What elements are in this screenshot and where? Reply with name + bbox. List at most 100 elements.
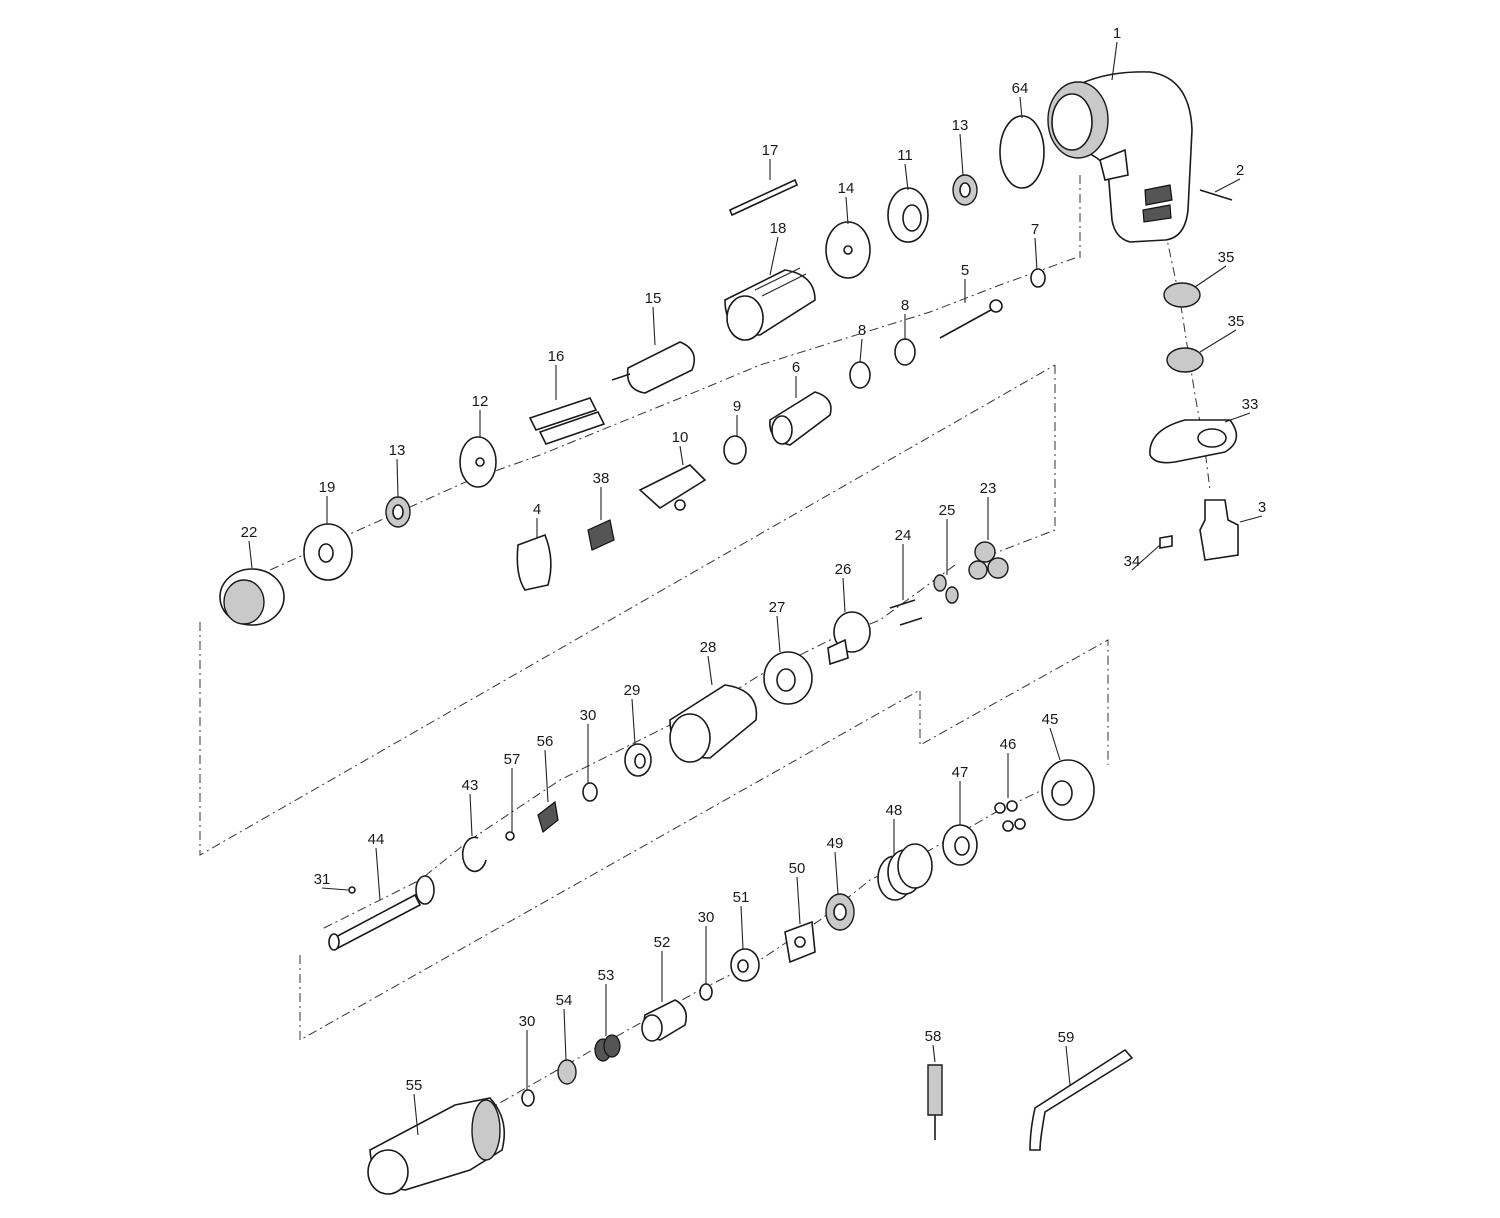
carrier-26-shape: [827, 611, 871, 666]
valve-10-shape: [638, 464, 707, 511]
sleeve-52-shape: [641, 999, 688, 1042]
leader-line-p34: [1131, 544, 1161, 571]
clutch-housing-28-shape: [669, 684, 758, 763]
pin-2-shape: [1199, 189, 1233, 201]
leader-line-p14: [845, 196, 849, 225]
housing-handle-shape: [1047, 71, 1193, 243]
callout-p23: 23: [980, 480, 996, 540]
callout-p55: 55: [406, 1077, 423, 1136]
pins-25-shape: [933, 574, 959, 604]
ring-gear-22-shape: [219, 568, 285, 626]
axis-lower-jog: [299, 639, 1109, 1041]
callout-p8a: 8: [858, 322, 866, 363]
bit-58-shape: [927, 1064, 943, 1140]
leader-line-p2: [1214, 178, 1241, 193]
ring-35-upper-shape: [1163, 282, 1201, 308]
callout-p29: 29: [624, 682, 640, 745]
valve-stem-5-shape: [939, 299, 1003, 339]
leader-line-p49: [834, 851, 839, 895]
leader-line-p51: [740, 905, 744, 950]
part-label-p35b: 35: [1228, 313, 1245, 330]
callout-p4: 4: [533, 501, 541, 538]
part-shapes: [219, 71, 1239, 1195]
part-label-p13a: 13: [952, 117, 969, 134]
axis-upper-return: [199, 364, 1056, 856]
gears-23-shape: [968, 541, 1009, 580]
bearing-27-shape: [763, 651, 813, 705]
callout-p44: 44: [368, 831, 385, 901]
callout-p27: 27: [769, 599, 785, 653]
leader-line-p33: [1224, 412, 1251, 423]
part-label-p54: 54: [556, 992, 573, 1009]
leader-line-p22: [248, 540, 253, 569]
leader-line-p43: [469, 793, 473, 837]
plate-14-shape: [825, 221, 871, 279]
part-label-p33: 33: [1242, 396, 1259, 413]
callout-p15: 15: [645, 290, 662, 346]
callout-p56: 56: [537, 733, 554, 803]
callout-p12: 12: [472, 393, 488, 437]
part-label-p14: 14: [838, 180, 855, 197]
callout-p28: 28: [700, 639, 717, 686]
callout-p38: 38: [593, 470, 610, 520]
rotor-15-shape: [611, 341, 696, 394]
part-label-p44: 44: [368, 831, 385, 848]
oring-8a-shape: [849, 361, 871, 389]
leader-line-p54: [563, 1008, 567, 1061]
part-label-p2: 2: [1236, 162, 1244, 179]
callout-p54: 54: [556, 992, 573, 1061]
leader-line-p1: [1111, 41, 1118, 81]
leader-line-p11: [904, 163, 909, 191]
leader-line-p13a: [959, 133, 964, 176]
leader-line-p45: [1049, 727, 1061, 761]
part-label-p47: 47: [952, 764, 969, 781]
spring-56-shape: [537, 800, 559, 834]
callout-p34: 34: [1124, 544, 1161, 571]
part-label-p19: 19: [319, 479, 336, 496]
callout-p58: 58: [925, 1028, 941, 1063]
ball-57-shape: [505, 831, 515, 841]
part-label-p7: 7: [1031, 221, 1039, 238]
part-label-p31: 31: [314, 871, 331, 888]
part-label-p38: 38: [593, 470, 610, 487]
cylinder-18-shape: [724, 267, 816, 341]
callout-p35a: 35: [1194, 249, 1234, 288]
leader-line-p28: [707, 655, 713, 686]
screw-34-shape: [1159, 535, 1173, 549]
bearing-13-lower-shape: [385, 496, 411, 528]
part-label-p8b: 8: [901, 297, 909, 314]
part-label-p59: 59: [1058, 1029, 1075, 1046]
part-label-p9: 9: [733, 398, 741, 415]
callout-p30c: 30: [519, 1013, 535, 1090]
trigger-4-shape: [516, 533, 552, 591]
part-label-p22: 22: [241, 524, 258, 541]
gasket-33-shape: [1149, 419, 1238, 464]
callout-p10: 10: [672, 429, 689, 466]
part-label-p26: 26: [835, 561, 852, 578]
leader-line-p29: [631, 698, 636, 745]
oring-30a-shape: [582, 782, 598, 802]
spindle-44-shape: [328, 875, 435, 951]
plate-12-shape: [459, 436, 497, 488]
callout-p53: 53: [598, 967, 614, 1036]
pins-24-shape: [889, 599, 923, 626]
leader-line-p59: [1065, 1045, 1071, 1086]
part-label-p56: 56: [537, 733, 554, 750]
part-label-p55: 55: [406, 1077, 423, 1094]
part-label-p15: 15: [645, 290, 662, 307]
part-label-p5: 5: [961, 262, 969, 279]
bearing-13-upper-shape: [952, 174, 978, 206]
leader-line-p35a: [1194, 265, 1227, 288]
callout-p50: 50: [789, 860, 805, 925]
leader-line-p58: [932, 1044, 936, 1063]
part-label-p64: 64: [1012, 80, 1029, 97]
part-label-p28: 28: [700, 639, 717, 656]
leader-line-p56: [544, 749, 549, 803]
callout-p57: 57: [504, 751, 520, 832]
clutch-45-shape: [1041, 759, 1095, 821]
callout-p9: 9: [733, 398, 741, 436]
part-label-p49: 49: [827, 835, 844, 852]
part-label-p10: 10: [672, 429, 689, 446]
callout-p22: 22: [241, 524, 258, 569]
